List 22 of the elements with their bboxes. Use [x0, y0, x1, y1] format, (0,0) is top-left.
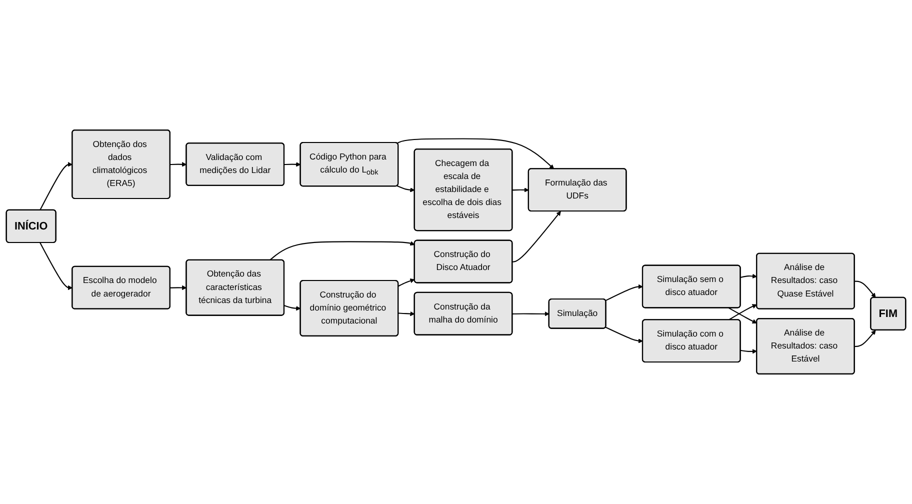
arrow: [398, 311, 415, 316]
arrow: [740, 274, 758, 279]
arrow: [284, 162, 301, 167]
arrow: [269, 241, 415, 261]
arrow: [398, 278, 415, 287]
arrow: [40, 162, 73, 210]
arrow: [728, 304, 758, 320]
arrow: [40, 242, 73, 290]
arrow: [740, 349, 758, 354]
arrow: [396, 138, 554, 170]
arrow: [854, 280, 876, 298]
arrow: [284, 305, 301, 311]
arrow: [512, 188, 529, 192]
arrow: [396, 185, 415, 192]
arrow: [854, 330, 876, 348]
arrow: [512, 312, 550, 316]
arrow: [605, 326, 643, 344]
arrow: [170, 285, 187, 290]
arrow: [728, 307, 758, 324]
arrow: [605, 284, 643, 302]
arrow: [512, 211, 561, 262]
arrow: [170, 162, 187, 167]
